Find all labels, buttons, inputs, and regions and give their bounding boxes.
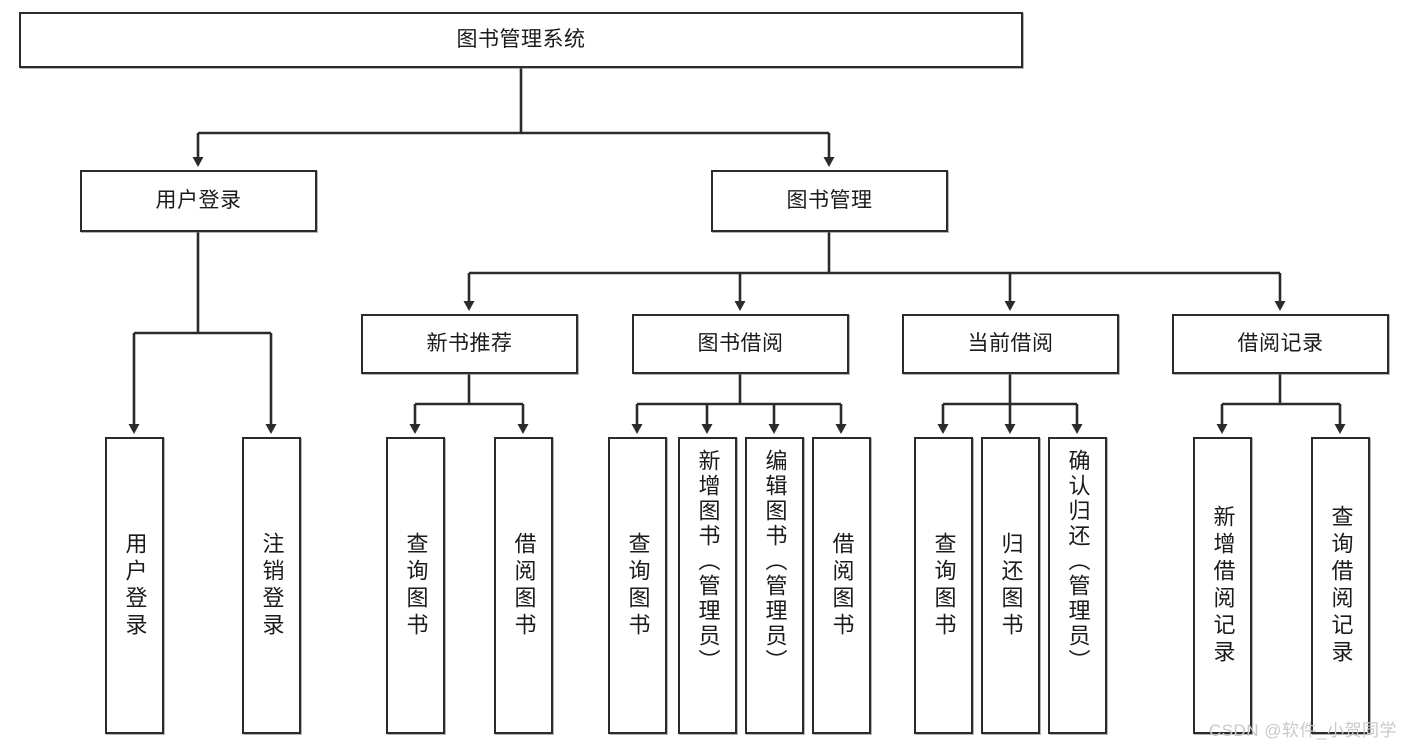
leaf-user-logout[interactable]: 注销登录 [242, 437, 301, 734]
node-label: 查询图书 [403, 531, 429, 640]
node-label: 借阅图书 [829, 531, 855, 640]
leaf-user-login[interactable]: 用户登录 [105, 437, 164, 734]
node-label: 查询图书 [931, 531, 957, 640]
node-label: 新增图书（管理员） [695, 449, 721, 674]
node-user-login[interactable]: 用户登录 [80, 170, 317, 232]
node-label: 查询借阅记录 [1328, 504, 1354, 667]
node-label: 注销登录 [259, 531, 285, 640]
leaf-borrow-borrow-book[interactable]: 借阅图书 [812, 437, 871, 734]
node-label: 图书借阅 [697, 331, 784, 355]
leaf-record-query-borrow-record[interactable]: 查询借阅记录 [1311, 437, 1370, 734]
node-label: 借阅记录 [1237, 331, 1324, 355]
node-current-borrow[interactable]: 当前借阅 [902, 314, 1119, 374]
node-label: 图书管理系统 [456, 27, 586, 51]
node-label: 新增借阅记录 [1210, 504, 1236, 667]
node-label: 图书管理 [786, 188, 873, 212]
node-label: 确认归还（管理员） [1065, 449, 1091, 674]
csdn-watermark: CSDN @软件_小贺同学 [1208, 721, 1397, 740]
leaf-current-query-book[interactable]: 查询图书 [914, 437, 973, 734]
node-label: 编辑图书（管理员） [762, 449, 788, 674]
node-root-system[interactable]: 图书管理系统 [19, 12, 1023, 68]
leaf-borrow-edit-book-admin[interactable]: 编辑图书（管理员） [745, 437, 804, 734]
node-label: 借阅图书 [511, 531, 537, 640]
leaf-current-return-book[interactable]: 归还图书 [981, 437, 1040, 734]
node-label: 当前借阅 [967, 331, 1054, 355]
leaf-borrow-add-book-admin[interactable]: 新增图书（管理员） [678, 437, 737, 734]
node-label: 用户登录 [155, 188, 242, 212]
leaf-current-confirm-return-admin[interactable]: 确认归还（管理员） [1048, 437, 1107, 734]
node-label: 归还图书 [998, 531, 1024, 640]
node-new-book-recommend[interactable]: 新书推荐 [361, 314, 578, 374]
node-label: 查询图书 [625, 531, 651, 640]
node-book-borrow[interactable]: 图书借阅 [632, 314, 849, 374]
node-borrow-record[interactable]: 借阅记录 [1172, 314, 1389, 374]
leaf-recommend-query-book[interactable]: 查询图书 [386, 437, 445, 734]
node-label: 新书推荐 [426, 331, 513, 355]
leaf-recommend-borrow-book[interactable]: 借阅图书 [494, 437, 553, 734]
leaf-borrow-query-book[interactable]: 查询图书 [608, 437, 667, 734]
leaf-record-add-borrow-record[interactable]: 新增借阅记录 [1193, 437, 1252, 734]
node-label: 用户登录 [122, 531, 148, 640]
node-book-management[interactable]: 图书管理 [711, 170, 948, 232]
